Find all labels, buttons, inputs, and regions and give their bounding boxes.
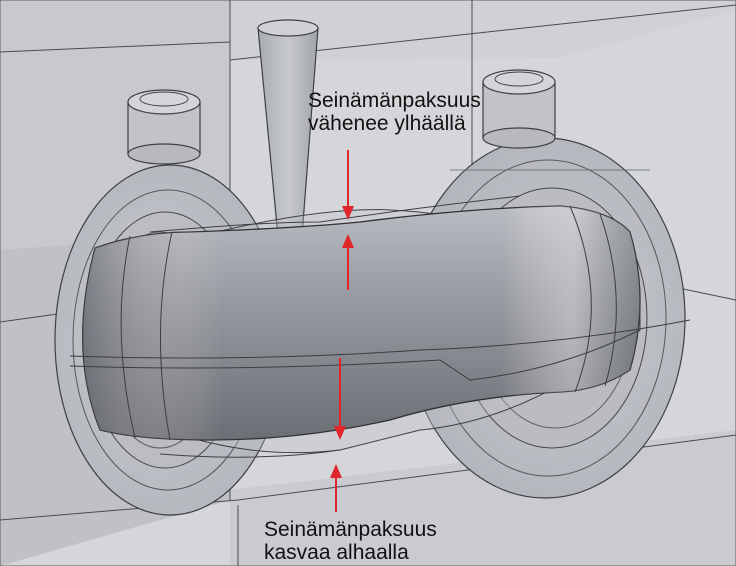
red-arrow-icon bbox=[330, 150, 354, 512]
annotation-bottom-line2: kasvaa alhaalla bbox=[264, 541, 409, 564]
annotation-top-line1: Seinämänpaksuus bbox=[308, 89, 481, 112]
annotation-bottom-line1: Seinämänpaksuus bbox=[264, 518, 437, 541]
annotation-bottom: Seinämänpaksuus kasvaa alhaalla bbox=[264, 518, 437, 564]
annotation-top-line2: vähenee ylhäällä bbox=[308, 112, 466, 135]
annotation-top: Seinämänpaksuus vähenee ylhäällä bbox=[308, 89, 481, 135]
